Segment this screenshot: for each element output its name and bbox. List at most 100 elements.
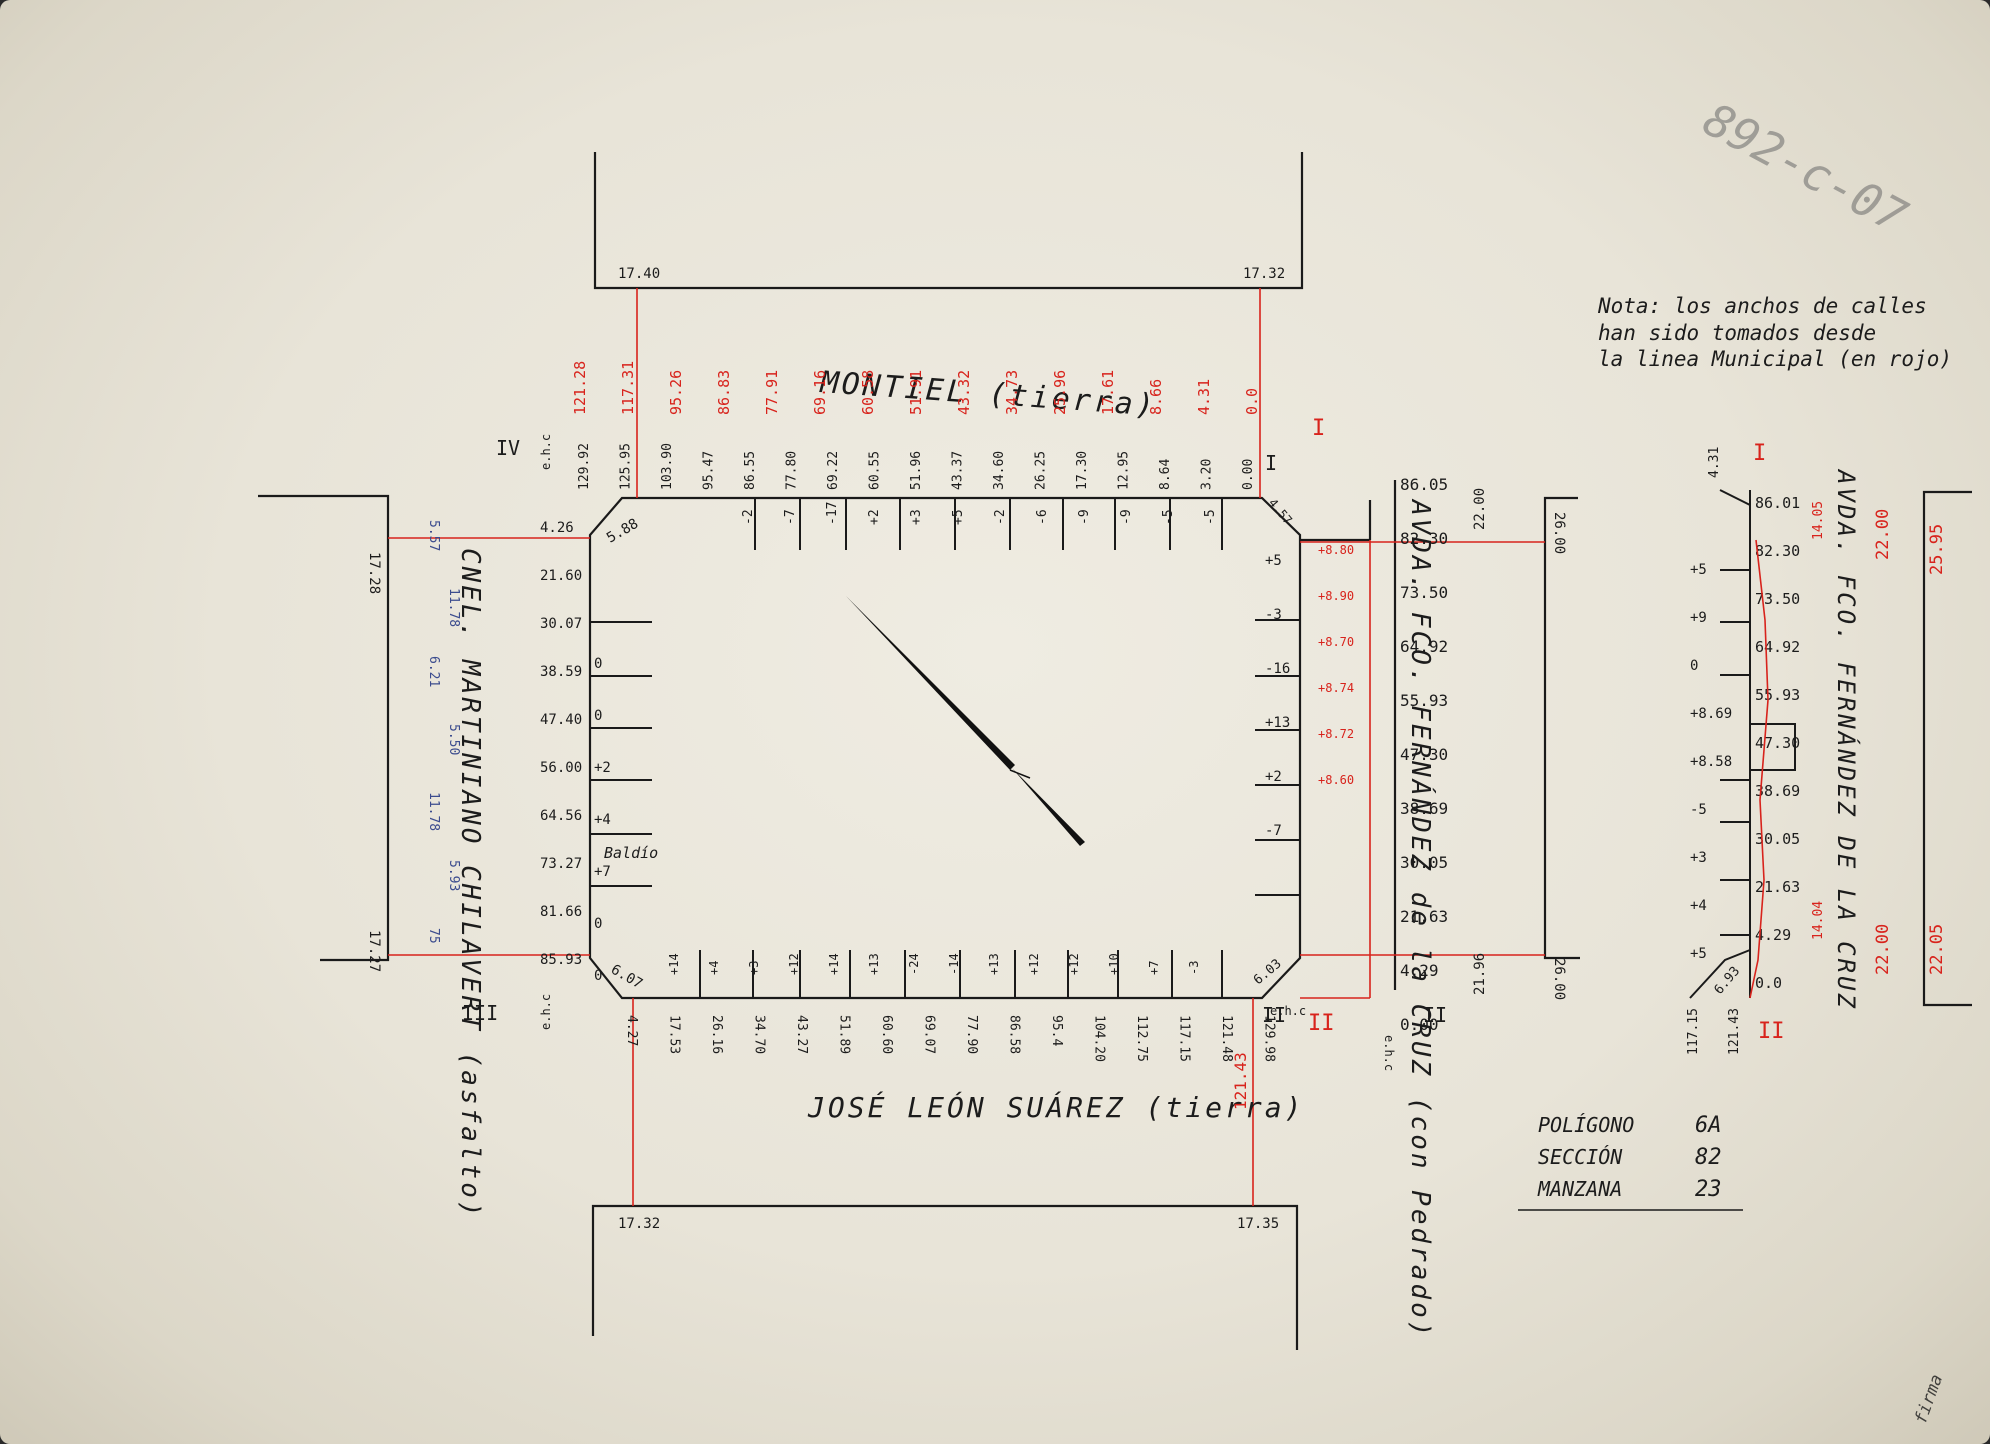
west-aux: 75	[426, 928, 441, 944]
block-ticks	[590, 498, 1300, 998]
west-measure: 4.26	[540, 520, 574, 536]
east-red-level: +8.74	[1318, 681, 1354, 695]
south-measure: 43.27	[794, 1015, 809, 1054]
south-measure: 129.98	[1262, 1015, 1277, 1062]
east-measure: 4.29	[1400, 961, 1439, 980]
north-municipal-measure: 60.58	[859, 370, 877, 415]
width-east-top: 22.00	[1472, 488, 1488, 530]
north-municipal-measure: 8.66	[1147, 379, 1165, 415]
info-label: MANZANA	[1537, 1177, 1622, 1201]
info-label: POLÍGONO	[1538, 1113, 1634, 1137]
south-level: +10	[1107, 953, 1121, 975]
detail-level: -5	[1690, 802, 1707, 818]
width-west-bottom: 17.27	[366, 930, 382, 972]
east-measure: 30.05	[1400, 853, 1448, 872]
west-street-frame	[258, 494, 390, 962]
west-side-levels: 00+2+4+700	[594, 656, 611, 984]
west-aux: 5.57	[426, 520, 441, 551]
north-municipal-measure: 69.16	[811, 370, 829, 415]
west-aux: 5.50	[446, 724, 461, 755]
detail-measure: 64.92	[1755, 638, 1800, 656]
north-municipal-measure: 0.0	[1243, 388, 1261, 415]
west-aux: 11.78	[446, 588, 461, 627]
south-level: +3	[747, 961, 761, 975]
east-measure: 55.93	[1400, 691, 1448, 710]
south-level: +12	[1027, 953, 1041, 975]
west-aux: 11.78	[426, 792, 441, 831]
north-measure: 51.96	[909, 451, 924, 490]
west-level: +2	[594, 760, 611, 776]
north-measure: 103.90	[660, 443, 675, 490]
detail-level: +9	[1690, 610, 1707, 626]
note-block: Nota: los anchos de calles han sido toma…	[1597, 294, 1952, 371]
north-measure: 43.37	[951, 451, 966, 490]
detail-level: +3	[1690, 850, 1707, 866]
note-line-1: Nota: los anchos de calles	[1597, 294, 1927, 318]
west-measure: 73.27	[540, 856, 582, 872]
west-measure: 85.93	[540, 952, 582, 968]
width-east-inner-top: 26.00	[1551, 512, 1567, 554]
roman-ii: II	[1262, 1003, 1286, 1027]
west-level: +4	[594, 812, 611, 828]
south-measure: 26.16	[709, 1015, 724, 1054]
east-measure: 82.30	[1400, 529, 1448, 548]
south-level: +4	[707, 961, 721, 975]
width-north-left: 17.40	[618, 266, 660, 282]
detail-measure: 30.05	[1755, 830, 1800, 848]
ehc-e: e.h.c	[1382, 1035, 1396, 1071]
detail-measure: 73.50	[1755, 590, 1800, 608]
west-aux: 6.21	[426, 656, 441, 687]
detail-width-1: 22.00	[1873, 509, 1893, 560]
east-level: -3	[1265, 607, 1282, 623]
corner-se: 6.03	[1251, 956, 1285, 988]
detail-measure: 82.30	[1755, 542, 1800, 560]
east-measure: 64.92	[1400, 637, 1448, 656]
street-name-west: CNEL. MARTINIANO CHILAVERT (asfalto)	[455, 548, 485, 1220]
roman-ii-red: II	[1308, 1011, 1335, 1036]
north-measure: 26.25	[1034, 451, 1049, 490]
north-measure: 69.22	[826, 451, 841, 490]
width-north-right: 17.32	[1243, 266, 1285, 282]
detail-bottom-a: 117.15	[1686, 1008, 1701, 1055]
note-line-2: han sido tomados desde	[1598, 321, 1876, 345]
north-level: -9	[1119, 509, 1134, 525]
note-line-3: la linea Municipal (en rojo)	[1598, 347, 1952, 371]
detail-red-line	[1749, 539, 1769, 999]
detail-level: +5	[1690, 946, 1707, 962]
north-level: -9	[1077, 509, 1092, 525]
east-red-level: +8.70	[1318, 635, 1354, 649]
ehc-se: e.h.c	[1270, 1004, 1306, 1018]
ehc-nw: e.h.c	[539, 434, 553, 470]
east-measure: 73.50	[1400, 583, 1448, 602]
south-measure: 60.60	[879, 1015, 894, 1054]
detail-red-labels: 14.05 14.04	[1811, 501, 1826, 940]
east-level: +13	[1265, 715, 1290, 731]
south-measure: 51.89	[837, 1015, 852, 1054]
south-level: -24	[907, 953, 921, 975]
corner-ne: 4.57	[1266, 496, 1295, 527]
info-label: SECCIÓN	[1538, 1145, 1623, 1169]
street-name-east-detail: AVDA. FCO. FERNÁNDEZ DE LA CRUZ	[1832, 468, 1861, 1011]
detail-measure: 21.63	[1755, 878, 1800, 896]
east-measure: 86.05	[1400, 475, 1448, 494]
north-municipal-measure: 121.28	[571, 361, 589, 415]
north-level: -2	[741, 509, 756, 525]
ehc-markers: e.h.c e.h.c e.h.c e.h.c	[539, 434, 1396, 1071]
roman-iii: III	[462, 1001, 498, 1025]
baldio-label: Baldío	[604, 844, 658, 862]
north-measure: 77.80	[785, 451, 800, 490]
south-level: +7	[1147, 961, 1161, 975]
north-street-frame	[593, 152, 1304, 290]
north-municipal-measure: 4.31	[1195, 379, 1213, 415]
north-arrow	[846, 596, 1085, 846]
east-level: -7	[1265, 823, 1282, 839]
north-measure: 3.20	[1200, 459, 1215, 490]
detail-drawing	[1689, 489, 1796, 999]
detail-measure: 38.69	[1755, 782, 1800, 800]
east-side-red-levels: +8.80+8.90+8.70+8.74+8.72+8.60	[1318, 543, 1354, 787]
south-measure: 77.90	[964, 1015, 979, 1054]
